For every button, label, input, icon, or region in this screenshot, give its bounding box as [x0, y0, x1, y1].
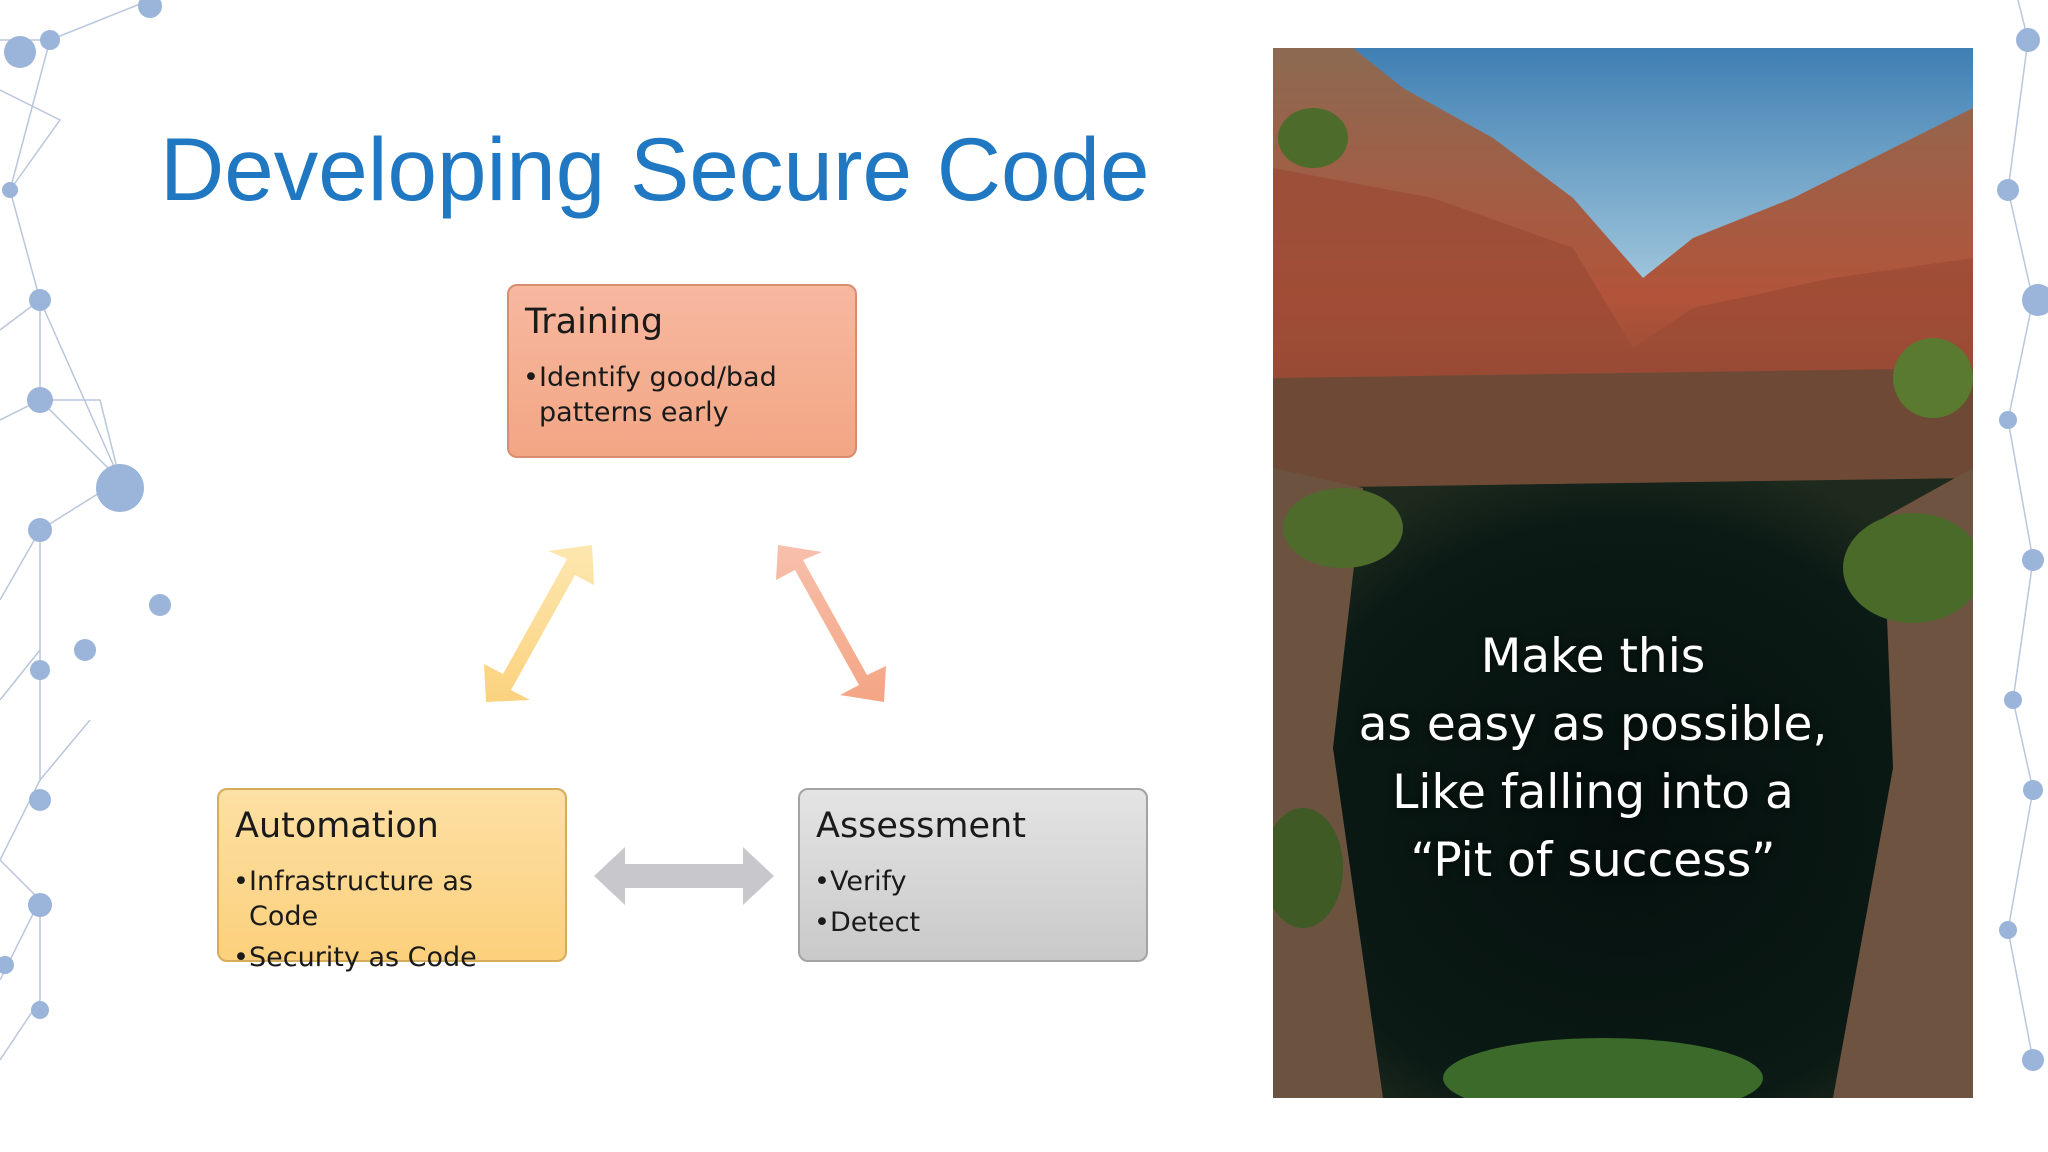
assessment-bullet: Verify: [814, 864, 1130, 899]
canyon-photo: Make this as easy as possible, Like fall…: [1273, 48, 1973, 1098]
network-decoration-left: [0, 0, 171, 1061]
caption-line: Make this: [1480, 629, 1706, 684]
assessment-bullets: Verify Detect: [814, 864, 1130, 940]
photo-caption: Make this as easy as possible, Like fall…: [1273, 623, 1913, 895]
training-bullets: Identify good/bad patterns early: [523, 360, 839, 430]
automation-bullets: Infrastructure as Code Security as Code: [233, 864, 549, 975]
arrow-training-assessment: [776, 545, 886, 702]
arrow-training-automation: [484, 545, 594, 702]
automation-bullet: Infrastructure as Code: [233, 864, 549, 934]
assessment-box: Assessment Verify Detect: [798, 788, 1148, 962]
training-bullet: Identify good/bad patterns early: [523, 360, 839, 430]
automation-title: Automation: [235, 806, 439, 846]
caption-line: Like falling into a: [1392, 765, 1794, 820]
caption-line: as easy as possible,: [1358, 697, 1828, 752]
caption-line: “Pit of success”: [1410, 833, 1776, 888]
assessment-title: Assessment: [816, 806, 1026, 846]
automation-box: Automation Infrastructure as Code Securi…: [217, 788, 567, 975]
slide-title: Developing Secure Code: [160, 119, 1150, 219]
canyon-illustration: [1273, 48, 1973, 1098]
assessment-bullet: Detect: [814, 905, 1130, 940]
automation-bullet: Security as Code: [233, 940, 549, 975]
training-title: Training: [525, 302, 664, 342]
network-decoration-right: [1997, 0, 2048, 1071]
training-box: Training Identify good/bad patterns earl…: [507, 284, 857, 458]
arrow-automation-assessment: [594, 847, 774, 905]
